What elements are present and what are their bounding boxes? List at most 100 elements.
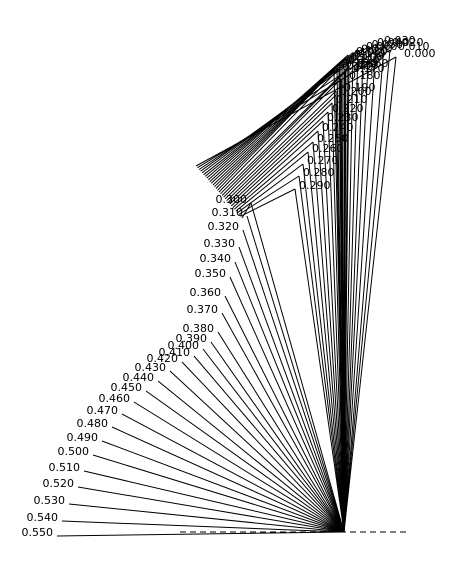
fan-wing-0.190 <box>224 90 337 200</box>
fan-label-0.550: 0.550 <box>22 526 54 539</box>
fan-label-0.100: 0.100 <box>352 50 384 63</box>
fan-label-0.150: 0.150 <box>347 59 379 72</box>
fan-line-0.440 <box>157 380 345 533</box>
fan-label-0.260: 0.260 <box>312 142 344 155</box>
fan-label-0.530: 0.530 <box>34 494 66 507</box>
fan-label-0.190: 0.190 <box>344 81 376 94</box>
fan-line-0.460 <box>133 401 345 533</box>
fan-label-0.240: 0.240 <box>322 121 354 134</box>
fan-wing-0.180 <box>223 78 342 198</box>
fan-label-0.450: 0.450 <box>111 381 143 394</box>
fan-line-0.290 <box>294 188 345 533</box>
fan-line-0.180 <box>340 78 345 533</box>
fan-line-0.370 <box>221 312 345 533</box>
fan-label-0.140: 0.140 <box>342 60 374 73</box>
fan-label-0.270: 0.270 <box>307 154 339 167</box>
fan-wing-0.250 <box>233 141 314 210</box>
fan-line-0.260 <box>307 151 345 533</box>
fan-line-0.520 <box>77 486 345 533</box>
fan-label-0.050: 0.050 <box>372 38 404 51</box>
fan-label-0.000: 0.000 <box>404 47 436 60</box>
fan-line-0.250 <box>312 141 345 533</box>
fan-label-0.290: 0.290 <box>299 179 331 192</box>
fan-line-0.170 <box>343 71 346 533</box>
fan-line-0.550 <box>56 531 345 537</box>
fan-line-0.540 <box>61 520 345 533</box>
fan-label-0.060: 0.060 <box>366 40 398 53</box>
fan-line-0.200 <box>335 94 345 533</box>
fan-label-0.340: 0.340 <box>200 252 232 265</box>
fan-label-0.040: 0.040 <box>377 36 409 49</box>
fan-wing-0.140 <box>217 69 335 191</box>
fan-line-0.410 <box>193 355 345 533</box>
fan-wing-0.090 <box>209 57 347 182</box>
fan-label-0.400: 0.400 <box>168 339 200 352</box>
fan-line-0.000 <box>343 56 397 533</box>
fan-label-0.410: 0.410 <box>159 346 191 359</box>
fan-line-0.300 <box>250 202 345 533</box>
fan-line-0.040 <box>343 45 370 533</box>
fan-label-0.370: 0.370 <box>187 303 219 316</box>
fan-line-0.160 <box>343 66 350 533</box>
fan-line-0.450 <box>145 390 345 533</box>
fan-wing-0.200 <box>226 94 337 202</box>
fan-line-0.310 <box>246 215 345 533</box>
fan-line-0.060 <box>343 49 359 533</box>
fan-line-0.320 <box>242 229 345 533</box>
fan-label-0.350: 0.350 <box>195 267 227 280</box>
fan-line-0.360 <box>224 295 345 533</box>
fan-label-0.420: 0.420 <box>147 352 179 365</box>
fan-line-0.210 <box>331 102 345 533</box>
fan-line-0.230 <box>322 120 345 533</box>
fan-line-0.220 <box>327 111 345 533</box>
fan-label-0.250: 0.250 <box>317 132 349 145</box>
fan-label-0.330: 0.330 <box>204 237 236 250</box>
fan-label-0.460: 0.460 <box>99 392 131 405</box>
fan-line-0.530 <box>68 503 345 533</box>
fan-label-0.160: 0.160 <box>357 57 389 70</box>
fan-line-0.390 <box>210 341 345 533</box>
fan-line-0.480 <box>111 426 345 533</box>
fan-label-0.380: 0.380 <box>183 322 215 335</box>
fan-label-0.440: 0.440 <box>123 371 155 384</box>
fan-label-0.010: 0.010 <box>398 40 430 53</box>
fan-wing-0.080 <box>207 54 349 181</box>
fan-label-0.210: 0.210 <box>336 93 368 106</box>
fan-wing-0.240 <box>232 130 319 208</box>
fan-wing-0.300 <box>241 202 252 219</box>
fan-line-0.340 <box>234 261 345 533</box>
fan-label-0.390: 0.390 <box>176 332 208 345</box>
fan-label-0.300: 0.300 <box>216 193 248 206</box>
fan-label-0.180: 0.180 <box>349 69 381 82</box>
fan-wing-0.170 <box>221 71 346 196</box>
fan-line-0.070 <box>343 52 354 533</box>
fan-label-0.080: 0.080 <box>356 45 388 58</box>
fan-line-0.280 <box>298 175 345 533</box>
fan-wing-0.210 <box>227 102 333 203</box>
fan-label-0.030: 0.030 <box>384 34 416 47</box>
fan-label-0.280: 0.280 <box>303 166 335 179</box>
fan-line-0.020 <box>343 45 385 533</box>
fan-line-0.350 <box>229 276 345 533</box>
fan-line-0.330 <box>238 246 345 533</box>
fan-label-0.110: 0.110 <box>350 52 382 65</box>
fan-label-0.230: 0.230 <box>327 111 359 124</box>
fan-label-0.200: 0.200 <box>340 85 372 98</box>
fan-label-0.490: 0.490 <box>67 431 99 444</box>
fan-line-0.470 <box>121 413 345 533</box>
fan-label-0.070: 0.070 <box>361 43 393 56</box>
fan-label-0.170: 0.170 <box>353 62 385 75</box>
fan-line-0.400 <box>202 348 345 533</box>
fan-label-0.500: 0.500 <box>58 445 90 458</box>
fan-wing-0.150 <box>218 68 340 193</box>
fan-label-0.120: 0.120 <box>348 54 380 67</box>
fan-line-0.420 <box>181 361 345 533</box>
fan-label-0.520: 0.520 <box>43 477 75 490</box>
fan-label-0.480: 0.480 <box>77 417 109 430</box>
fan-line-0.510 <box>83 470 345 533</box>
fan-line-0.500 <box>92 454 345 533</box>
fan-label-0.360: 0.360 <box>190 286 222 299</box>
fan-label-0.310: 0.310 <box>212 206 244 219</box>
fan-wing-0.260 <box>235 151 309 212</box>
